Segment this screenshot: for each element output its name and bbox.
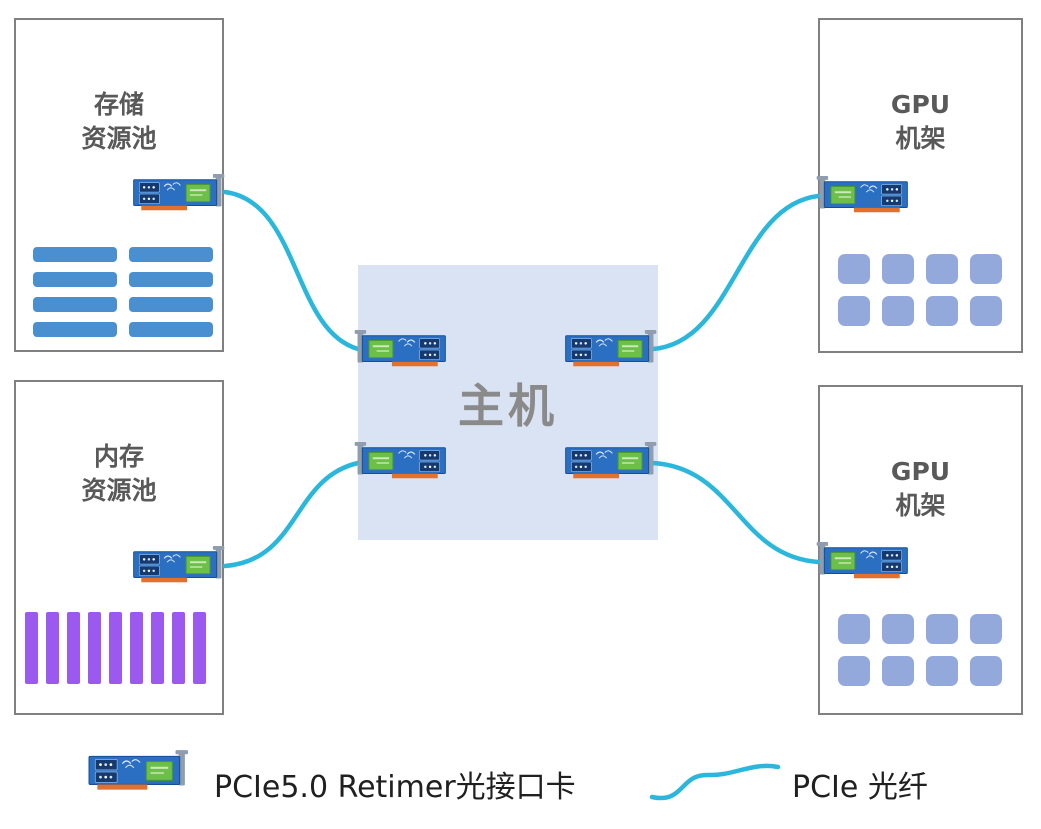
storage-bars [33,247,213,337]
fiber-link-host-gpu-top [650,193,821,352]
fiber-link-memory-host [222,460,361,569]
gpu-bottom-squares [838,614,1002,686]
gpu-unit-square [926,296,958,326]
storage-disk-bar [129,272,213,287]
legend-retimer-label: PCIe5.0 Retimer光接口卡 [214,770,576,805]
gpu-unit-square [926,656,958,686]
gpu-unit-square [838,656,870,686]
gpu-unit-square [970,296,1002,326]
memory-bars [25,612,206,684]
gpu-unit-square [970,656,1002,686]
legend-fiber-label: PCIe 光纤 [792,770,928,805]
legend-fiber-icon [649,763,781,801]
retimer-card-icon [564,330,657,372]
gpu-unit-square [838,614,870,644]
memory-dimm-bar [25,612,38,684]
gpu-unit-square [882,614,914,644]
retimer-card-icon [354,330,447,372]
storage-disk-bar [33,272,117,287]
memory-dimm-bar [88,612,101,684]
storage-disk-bar [33,322,117,337]
memory-dimm-bar [46,612,59,684]
fiber-link-host-gpu-bottom [650,460,821,565]
gpu-unit-square [882,254,914,284]
storage-disk-bar [33,297,117,312]
memory-dimm-bar [109,612,122,684]
fiber-link-storage-host [222,189,361,352]
retimer-card-icon [816,176,909,218]
retimer-card-icon [564,442,657,484]
gpu-unit-square [926,254,958,284]
retimer-card-icon [132,174,225,216]
gpu-unit-square [838,296,870,326]
retimer-card-icon [354,442,447,484]
retimer-card-icon [132,546,225,588]
memory-dimm-bar [67,612,80,684]
gpu-unit-square [882,296,914,326]
gpu-unit-square [882,656,914,686]
memory-dimm-bar [193,612,206,684]
retimer-card-icon [816,542,909,584]
storage-disk-bar [33,247,117,262]
gpu-unit-square [970,254,1002,284]
gpu-unit-square [926,614,958,644]
memory-dimm-bar [172,612,185,684]
legend-retimer-icon [88,750,188,796]
memory-dimm-bar [130,612,143,684]
gpu-top-squares [838,254,1002,326]
storage-disk-bar [129,247,213,262]
gpu-unit-square [838,254,870,284]
storage-disk-bar [129,297,213,312]
memory-dimm-bar [151,612,164,684]
host-label: 主机 [458,378,558,433]
gpu-unit-square [970,614,1002,644]
host-box: 主机 [358,265,658,540]
storage-disk-bar [129,322,213,337]
